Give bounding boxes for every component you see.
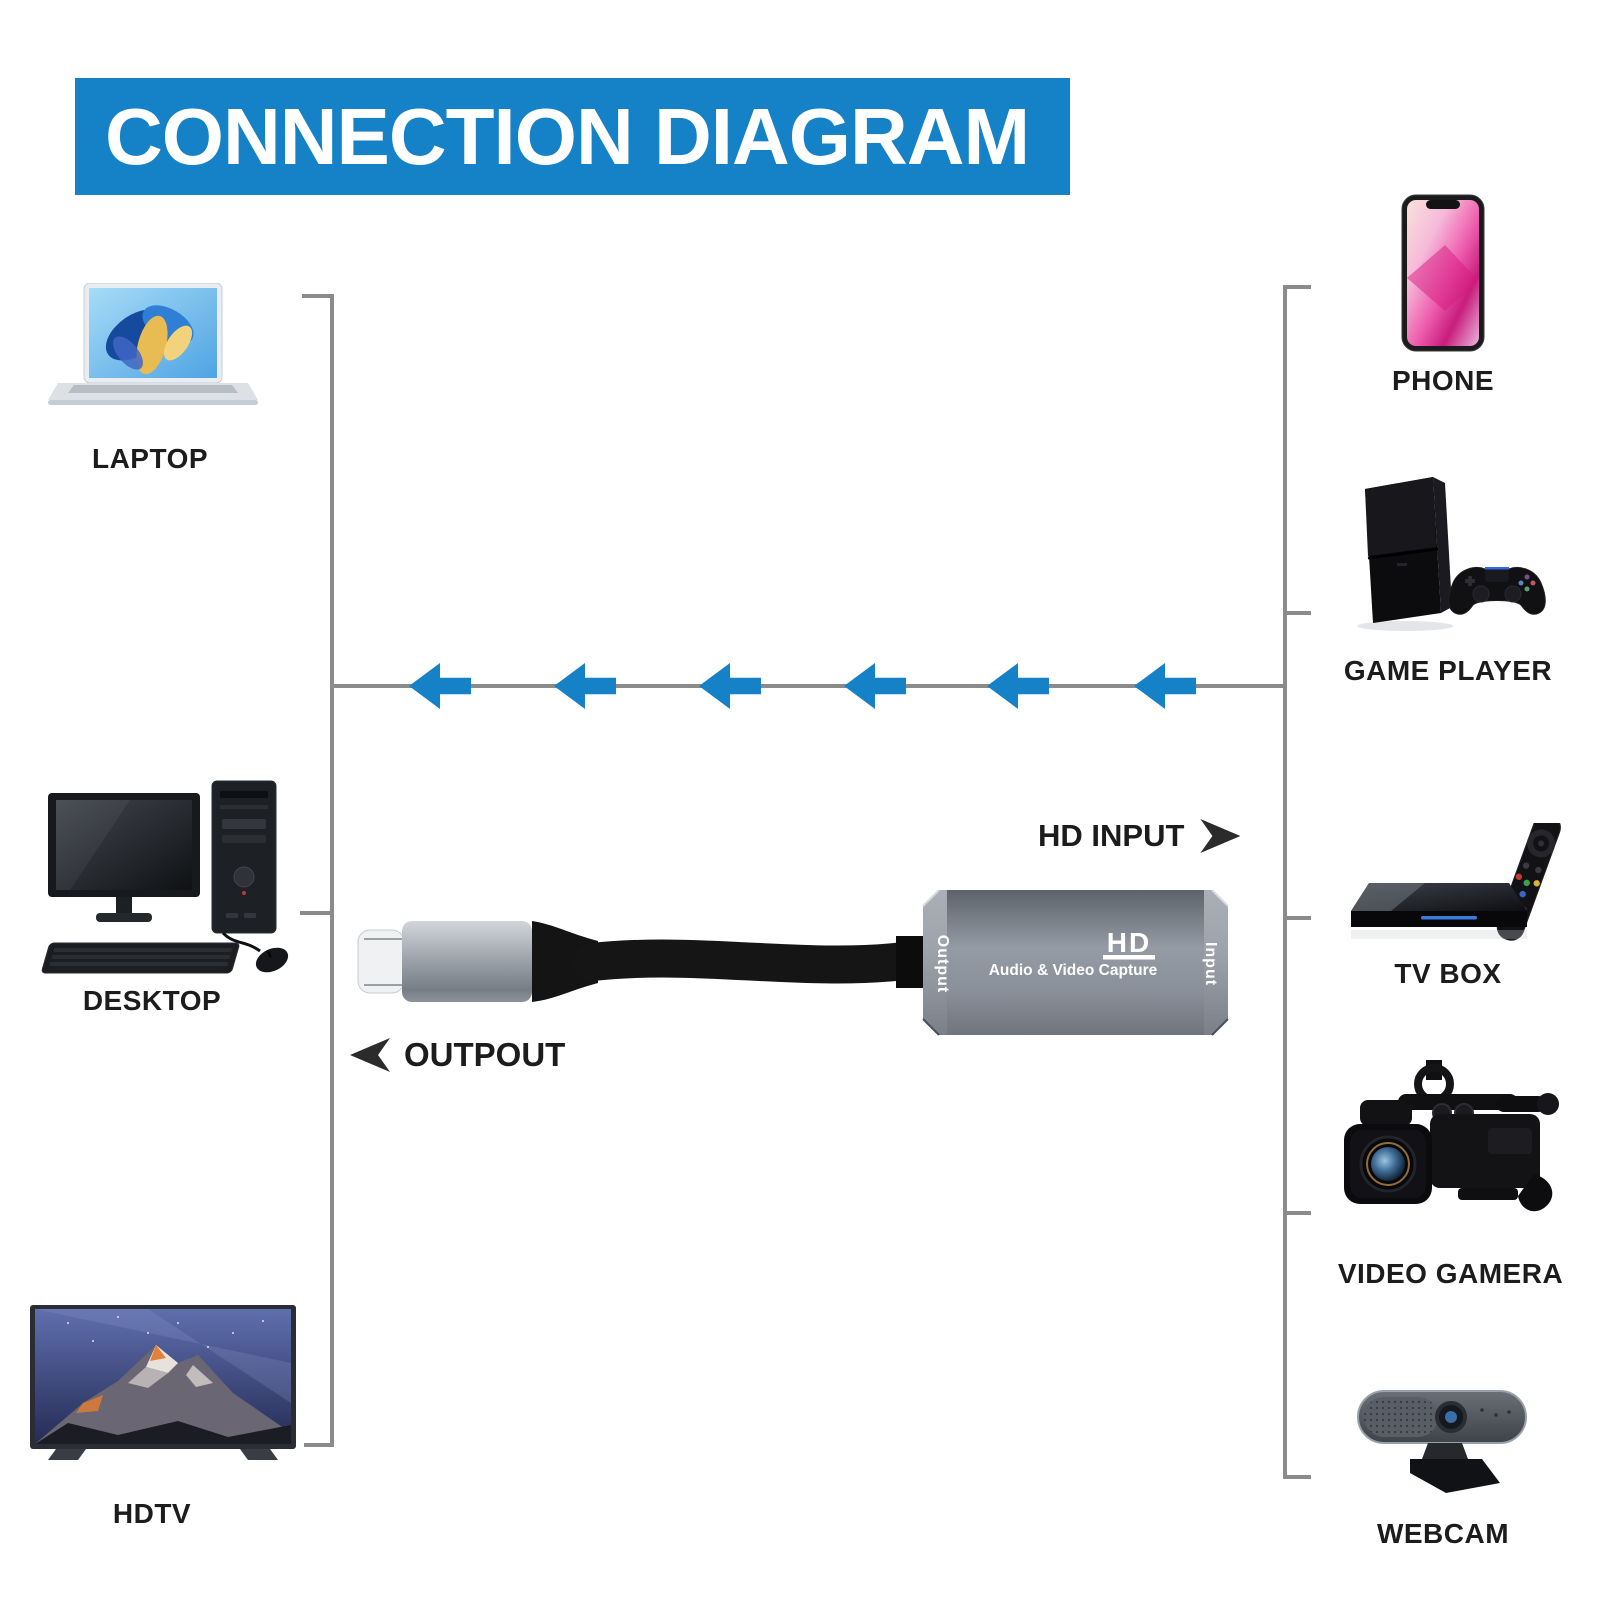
game-player-label: GAME PLAYER [1343, 655, 1553, 686]
right-bracket-tick-game-player [1283, 611, 1311, 615]
device-caption: Audio & Video Capture [989, 962, 1158, 979]
chevron-left-icon [350, 1038, 390, 1072]
phone-image [1401, 194, 1485, 352]
video-camera-label: VIDEO GAMERA [1337, 1258, 1564, 1289]
page-title: CONNECTION DIAGRAM [105, 91, 1030, 181]
right-bracket-tick-tv-box [1283, 916, 1311, 920]
phone-label: PHONE [1391, 365, 1495, 396]
usb-c-housing [402, 921, 532, 1002]
camera-lens [1371, 1147, 1405, 1181]
hd-input-label: HD INPUT [1038, 818, 1185, 853]
mountains [35, 1345, 291, 1444]
page-title-banner: CONNECTION DIAGRAM [75, 78, 1070, 195]
capture-device-image: Output Input HD Audio & Video Capture [357, 889, 1229, 1036]
hdtv-image [30, 1305, 296, 1460]
mouse [255, 947, 289, 973]
tv-foot-left [48, 1449, 86, 1460]
game-player-image [1357, 477, 1546, 631]
camera-viewfinder [1496, 1096, 1546, 1112]
monitor-stand [116, 897, 132, 913]
monitor-screen [56, 800, 192, 890]
cable [573, 939, 931, 984]
hd-logo: HD [1107, 927, 1151, 958]
right-bracket-tick-video-camera [1283, 1211, 1311, 1215]
output-label: OUTPOUT [404, 1036, 566, 1073]
output-annotation: OUTPOUT [350, 1036, 565, 1074]
arrow-left-icon [987, 663, 1049, 709]
desktop-image [41, 780, 289, 974]
arrow-left-icon [1134, 663, 1196, 709]
controller-touchpad [1485, 569, 1509, 582]
tv-foot-right [240, 1449, 278, 1460]
input-port-label: Input [1202, 942, 1219, 986]
laptop-image [48, 283, 258, 405]
webcam-clip [1410, 1459, 1500, 1493]
left-bracket-tick-hdtv [304, 1443, 334, 1447]
laptop-keyboard [68, 385, 238, 393]
tv-box-led [1421, 916, 1477, 920]
arrow-left-icon [699, 663, 761, 709]
chevron-right-icon [1200, 819, 1241, 853]
hd-logo-underline [1103, 955, 1155, 960]
right-bracket-tick-webcam [1283, 1475, 1311, 1479]
hd-input-annotation: HD INPUT [1038, 818, 1241, 854]
laptop-front-lip [48, 400, 258, 405]
cable-collar [896, 936, 926, 988]
tv-box-label: TV BOX [1394, 958, 1502, 989]
camera-mic [1360, 1100, 1412, 1126]
camera-strap [1518, 1174, 1553, 1212]
output-port-label: Output [934, 935, 951, 993]
tower-case [211, 780, 277, 934]
left-bracket-line [330, 294, 334, 1447]
webcam-label: WEBCAM [1376, 1518, 1510, 1549]
arrow-left-icon [554, 663, 616, 709]
right-bracket-line [1283, 285, 1287, 1479]
left-bracket-tick-laptop [302, 294, 334, 298]
video-camera-image [1344, 1060, 1559, 1212]
desktop-label: DESKTOP [82, 985, 222, 1016]
laptop-label: LAPTOP [91, 443, 209, 474]
flow-line [332, 684, 1285, 688]
arrow-left-icon [844, 663, 906, 709]
webcam-hinge [1422, 1443, 1468, 1459]
strain-relief [532, 921, 598, 1002]
left-bracket-tick-desktop [300, 911, 334, 915]
webcam-speaker-grille [1364, 1397, 1438, 1437]
right-bracket-tick-phone [1283, 285, 1311, 289]
hdtv-label: HDTV [112, 1498, 192, 1529]
laptop-wallpaper [105, 305, 194, 375]
capture-box [923, 890, 1228, 1035]
camera-handle [1398, 1094, 1518, 1110]
arrow-left-icon [409, 663, 471, 709]
keyboard [41, 942, 240, 974]
webcam-image [1357, 1390, 1527, 1493]
phone-notch [1426, 200, 1460, 209]
tv-box-image [1351, 823, 1561, 941]
